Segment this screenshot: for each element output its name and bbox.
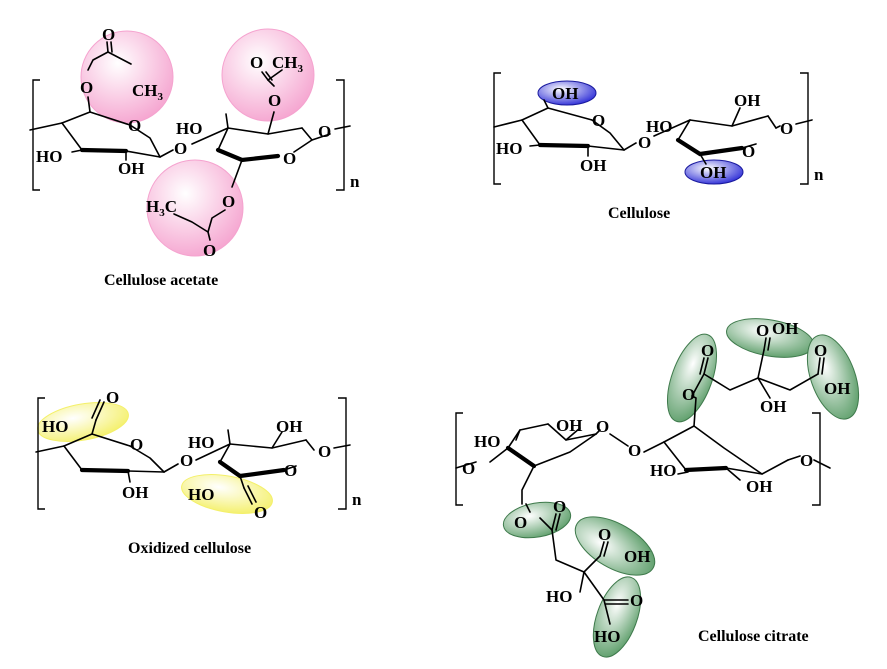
acetyl-2-carbonyl-o: O: [250, 53, 263, 72]
ring-2-o: O: [742, 142, 755, 161]
citrate-top-acid-oh: OH: [824, 379, 850, 398]
citrate-bottom-carboxyl-o: O: [598, 525, 611, 544]
citrate-highlight-bottom-ester: [502, 501, 572, 539]
citrate-top-acid-o: O: [814, 341, 827, 360]
glucose-ring-1: [455, 423, 629, 513]
citrate-highlight-bottom-acid: [592, 576, 642, 658]
repeat-bracket-left: [32, 79, 40, 191]
ring-1-ho: HO: [474, 432, 500, 451]
citrate-top: [691, 337, 825, 399]
ring-1-o: O: [130, 435, 143, 454]
ring-1-oh: OH: [556, 416, 582, 435]
repeat-bracket-left: [493, 72, 501, 185]
repeat-bracket-left: [37, 397, 45, 510]
citrate-highlight-bottom-carboxyl: [574, 516, 656, 576]
repeat-bracket-right: [800, 72, 809, 185]
carboxyl-1-ho: HO: [42, 417, 68, 436]
acetyl-2-ester-o: O: [268, 91, 281, 110]
citrate-top-carboxyl-oh: OH: [772, 319, 798, 338]
glucose-ring-1: [493, 99, 637, 157]
citrate-bottom-hydroxyl: HO: [546, 587, 572, 606]
ring-1-o: O: [592, 111, 605, 130]
ring-2-oh: OH: [734, 91, 760, 110]
panel-cellulose-citrate: O HO OH O O HO OH O O O O OH OH O OH O O…: [455, 318, 860, 658]
caption-cellulose-acetate: Cellulose acetate: [104, 272, 218, 289]
panel-cellulose-acetate: O O CH3 O HO OH O HO O CH3 O O O O H3C O…: [29, 25, 360, 289]
glucose-ring-2: [643, 395, 831, 481]
glycosidic-o: O: [174, 139, 187, 158]
acetyl-1-carbonyl-o: O: [102, 25, 115, 44]
citrate-top-carbonyl-o: O: [701, 341, 714, 360]
citrate-top-carboxyl-o: O: [756, 321, 769, 340]
ring-2-ho: HO: [188, 433, 214, 452]
carboxyl-2-o: O: [254, 503, 267, 522]
glucose-ring-1: [29, 41, 174, 161]
acetyl-3-carbonyl-o: O: [203, 241, 216, 260]
citrate-highlight-top-right: [806, 334, 860, 420]
glucose-ring-2: [653, 107, 813, 165]
acetyl-highlight-3: [146, 159, 244, 257]
glucose-ring-1: [35, 399, 179, 483]
ring-1-o: O: [596, 417, 609, 436]
ring-2-o: O: [284, 461, 297, 480]
carboxyl-2-ho: HO: [188, 485, 214, 504]
carboxyl-highlight-2: [181, 474, 273, 514]
ring-1-ho: HO: [36, 147, 62, 166]
glucose-ring-2: [195, 429, 351, 505]
acetyl-highlight-1: [80, 30, 174, 124]
carboxyl-1-o: O: [106, 388, 119, 407]
citrate-top-ester-o: O: [682, 385, 695, 404]
chain-o-right: O: [780, 119, 793, 138]
acetyl-1-ester-o: O: [80, 78, 93, 97]
ring-2-ho: HO: [646, 117, 672, 136]
chain-o-right: O: [800, 451, 813, 470]
ring-1-oh: OH: [122, 483, 148, 502]
repeat-bracket-left: [455, 412, 463, 506]
acetyl-1-methyl: CH3: [132, 81, 164, 103]
acetyl-3-ester-o: O: [222, 192, 235, 211]
citrate-bottom-acid-ho: HO: [594, 627, 620, 646]
ring-1-ho: HO: [496, 139, 522, 158]
hydroxyl-1: OH: [552, 84, 578, 103]
citrate-bottom-carboxyl-oh: OH: [624, 547, 650, 566]
ring-2-ho: HO: [650, 461, 676, 480]
glucose-ring-2: [173, 69, 351, 241]
caption-cellulose-citrate: Cellulose citrate: [698, 628, 809, 645]
citrate-bottom-ester-o: O: [514, 513, 527, 532]
chain-o-left: O: [462, 459, 475, 478]
panel-oxidized-cellulose: HO O O OH O HO OH O O HO O n Oxidized ce…: [35, 388, 362, 557]
citrate-highlight-top-ester: [666, 333, 718, 423]
ring-2-oh: OH: [746, 477, 772, 496]
citrate-top-hydroxyl: OH: [760, 397, 786, 416]
caption-oxidized-cellulose: Oxidized cellulose: [128, 540, 251, 557]
ring-2-oh: OH: [276, 417, 302, 436]
chain-o-right: O: [318, 122, 331, 141]
citrate-bottom-carbonyl-o: O: [553, 497, 566, 516]
caption-cellulose: Cellulose: [608, 205, 670, 222]
hydroxyl-highlight-2: [684, 159, 744, 185]
citrate-bottom-acid-o: O: [630, 591, 643, 610]
citrate-bottom: [539, 513, 629, 625]
acetyl-2-methyl: CH3: [272, 53, 304, 75]
glycosidic-o: O: [628, 441, 641, 460]
repeat-bracket-right: [812, 412, 821, 506]
ring-2-o: O: [283, 149, 296, 168]
hydroxyl-highlight-1: [537, 80, 597, 106]
repeat-n: n: [350, 172, 360, 191]
ring-2-ho: HO: [176, 119, 202, 138]
ring-1-oh: OH: [118, 159, 144, 178]
repeat-n: n: [814, 165, 824, 184]
chain-o-right: O: [318, 442, 331, 461]
hydroxyl-2: OH: [700, 163, 726, 182]
glycosidic-o: O: [180, 451, 193, 470]
panel-cellulose: OH O HO OH O HO OH O O OH n Cellulose: [493, 72, 824, 222]
acetyl-3-methyl: H3C: [146, 197, 177, 219]
glycosidic-o: O: [638, 133, 651, 152]
repeat-n: n: [352, 490, 362, 509]
repeat-bracket-right: [336, 79, 345, 191]
ring-1-oh: OH: [580, 156, 606, 175]
repeat-bracket-right: [338, 397, 347, 510]
ring-1-o: O: [128, 116, 141, 135]
